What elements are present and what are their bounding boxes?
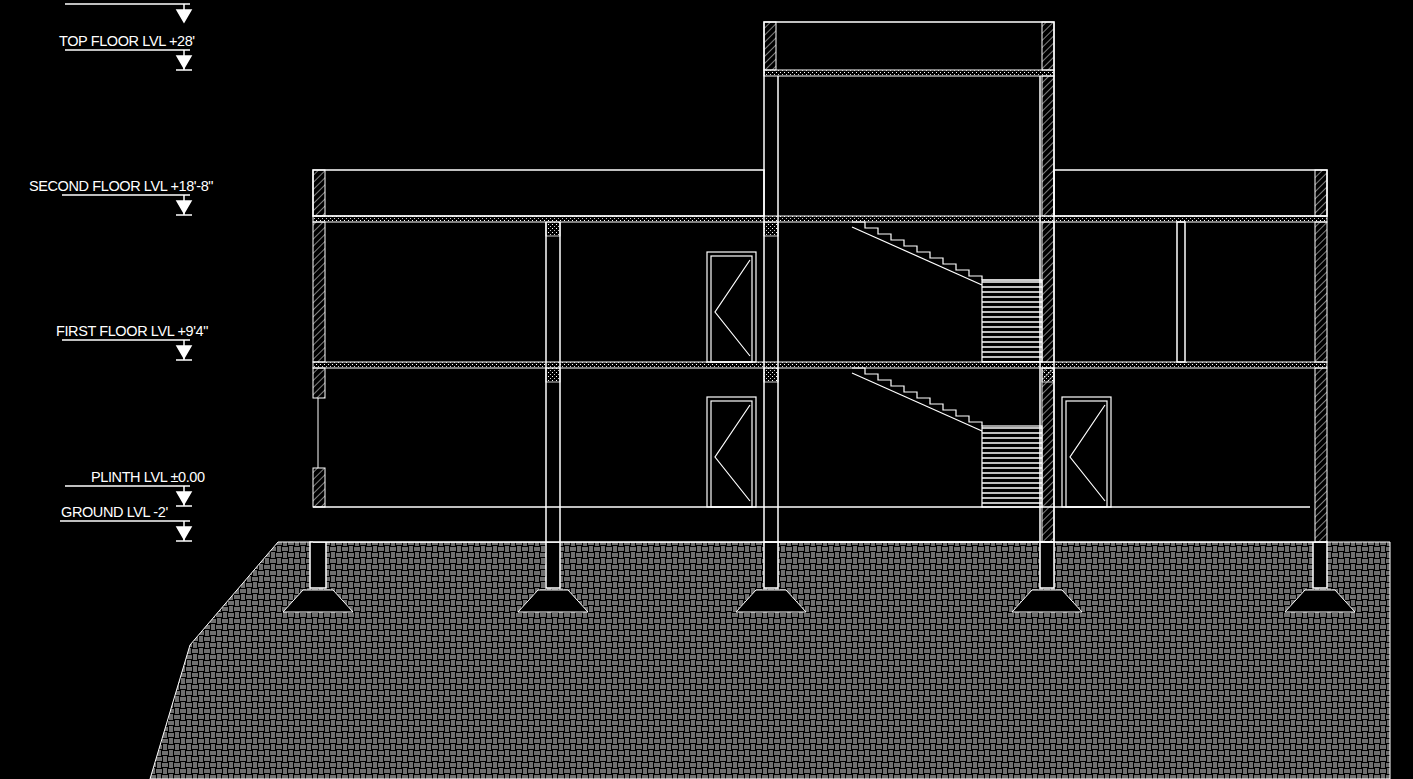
stairs — [852, 222, 1042, 507]
level-label: GROUND LVL -2' — [60, 505, 169, 520]
building-outline — [313, 22, 1327, 542]
level-label: PLINTH LVL ±0.00 — [90, 470, 206, 485]
level-label: SECOND FLOOR LVL +18'-8" — [28, 179, 214, 194]
ground-soil — [150, 542, 1390, 779]
slabs — [313, 70, 1327, 368]
level-label: TOP FLOOR LVL +28' — [58, 34, 196, 49]
walls — [313, 22, 1327, 542]
beams — [546, 222, 1054, 382]
level-label: FIRST FLOOR LVL +9'4" — [55, 324, 209, 339]
level-markers — [60, 4, 192, 541]
footings — [310, 542, 1327, 588]
doors — [707, 252, 1111, 507]
footing-pads — [283, 590, 1355, 612]
footing-fill — [287, 592, 1351, 610]
